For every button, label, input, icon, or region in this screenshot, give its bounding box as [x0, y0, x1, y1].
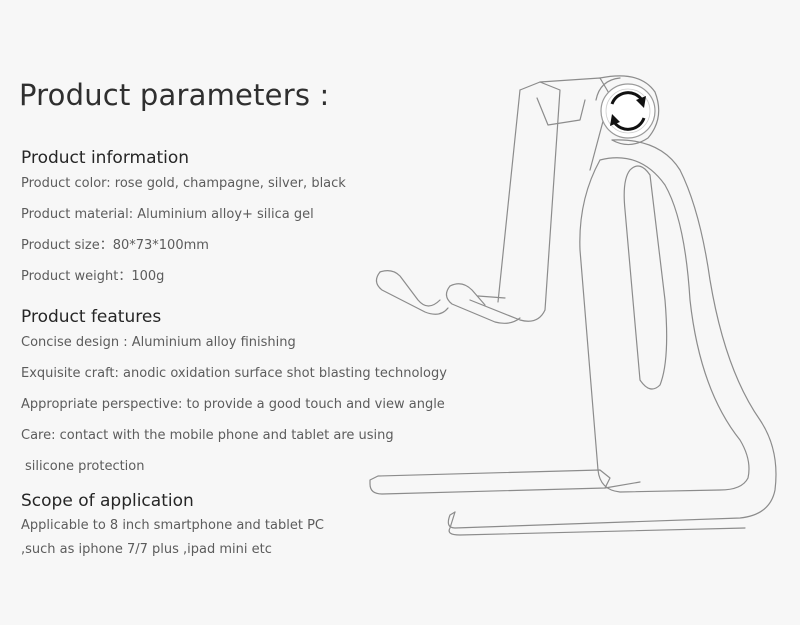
- section-heading: Product information: [21, 148, 190, 168]
- scope-line: Applicable to 8 inch smartphone and tabl…: [21, 518, 325, 533]
- scope-of-application-section: Scope of application Applicable to 8 inc…: [21, 491, 324, 564]
- scope-line: ,such as iphone 7/7 plus ,ipad mini etc: [21, 542, 272, 557]
- product-information-section: Product information Product color: rose …: [21, 148, 346, 298]
- feature-line: Concise design : Aluminium alloy finishi…: [21, 335, 296, 350]
- rotate-arrows-icon: [600, 83, 656, 139]
- feature-line: Care: contact with the mobile phone and …: [21, 428, 394, 443]
- product-features-section: Product features Concise design : Alumin…: [21, 307, 447, 483]
- product-color-line: Product color: rose gold, champagne, sil…: [21, 176, 346, 191]
- feature-line: Appropriate perspective: to provide a go…: [21, 397, 445, 412]
- section-heading: Product features: [21, 307, 162, 327]
- product-material-line: Product material: Aluminium alloy+ silic…: [21, 207, 314, 222]
- feature-line: Exquisite craft: anodic oxidation surfac…: [21, 366, 447, 381]
- feature-line: silicone protection: [25, 459, 145, 474]
- page-title: Product parameters :: [19, 78, 330, 112]
- product-weight-line: Product weight：100g: [21, 269, 165, 284]
- section-heading: Scope of application: [21, 491, 194, 511]
- product-size-line: Product size：80*73*100mm: [21, 238, 209, 253]
